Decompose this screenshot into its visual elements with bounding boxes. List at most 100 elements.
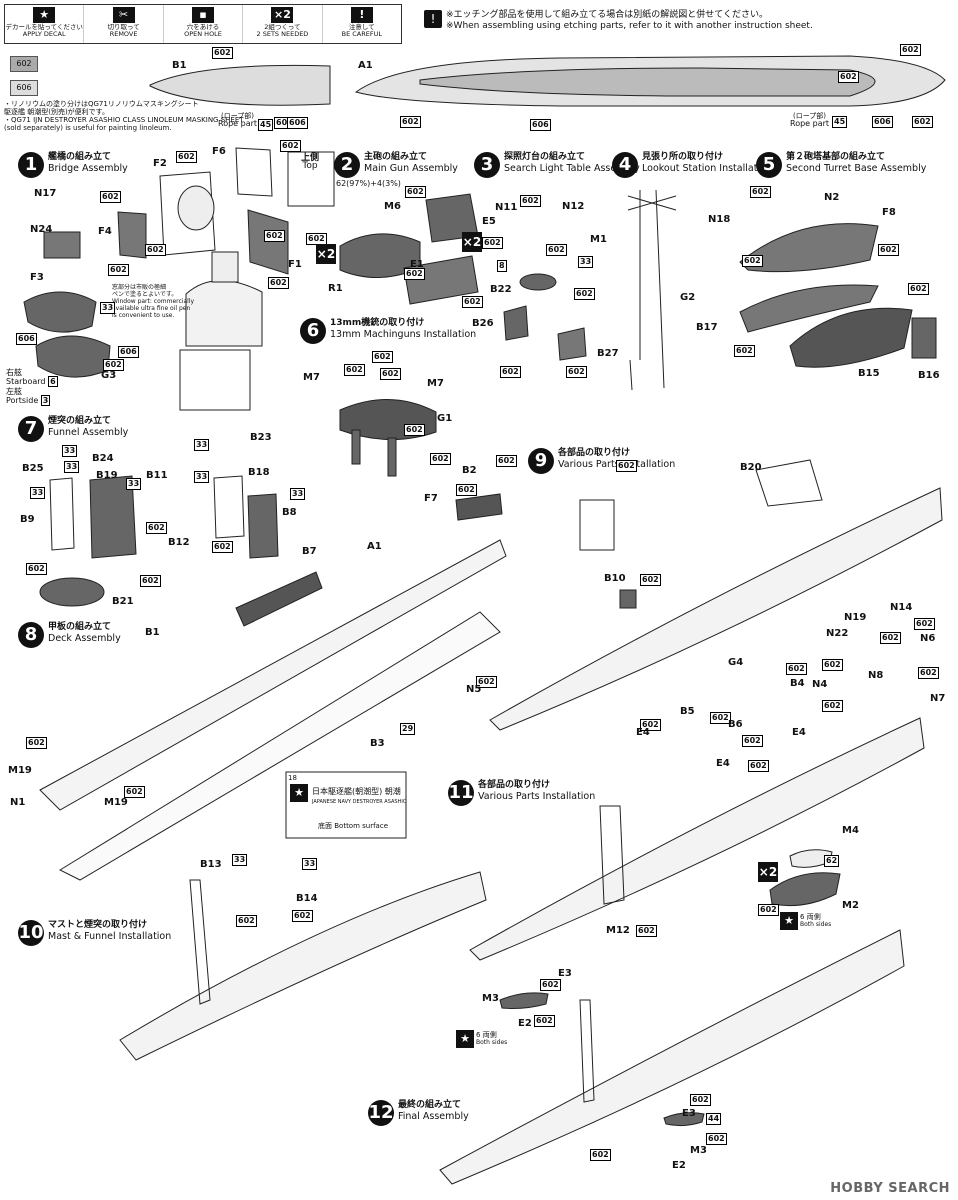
color-callout: 33 [64,461,80,473]
part-label: B27 [597,348,619,359]
color-callout: 602 [574,288,595,300]
color-callout: 602 [690,1094,711,1106]
part-label: N24 [30,224,53,235]
color-callout: 602 [520,195,541,207]
color-callout: 602 [212,47,233,59]
color-callout: 33 [194,439,210,451]
etching-note-jp: ※エッチング部品を使用して組み立てる場合は別紙の解説図と併せてください。 [446,10,769,20]
color-callout: 602 [914,618,935,630]
part-label: E5 [482,216,496,227]
part-label: E3 [558,968,572,979]
part-label: N2 [824,192,840,203]
color-callout: 602 [26,563,47,575]
color-callout: 602 [616,460,637,472]
swatch-606: 606 [10,80,38,96]
both-sides-marker-1: ★ 6 両側 Both sides [780,912,831,930]
part-label: N8 [868,670,884,681]
part-label: B8 [282,507,297,518]
watermark: HOBBY SEARCH [830,1181,950,1196]
color-callout: 602 [546,244,567,256]
color-callout: 602 [264,230,285,242]
part-label: B2 [462,465,477,476]
part-label: N11 [495,202,518,213]
decal-number: 3 [40,395,51,406]
part-label: B1 [172,60,187,71]
cut-icon: ✂ [112,7,135,23]
color-callout: 45 [258,119,274,131]
part-label: B10 [604,573,626,584]
color-callout: 602 [400,116,421,128]
decal-icon: ★ [33,7,56,23]
part-label: B16 [918,370,940,381]
part-label: F3 [30,272,44,283]
color-callout: 33 [290,488,306,500]
part-label: B6 [728,719,743,730]
part-label: B11 [146,470,168,481]
part-label: B20 [740,462,762,473]
color-callout: 602 [482,237,503,249]
careful-icon: ! [424,10,442,28]
part-label: F4 [98,226,112,237]
color-callout: 602 [640,719,661,731]
part-label: M7 [303,372,320,383]
part-label: F8 [882,207,896,218]
part-label: A1 [367,541,382,552]
color-callout: 602 [146,522,167,534]
window-note: 窓部分は市販の極細 ペンで塗るとよいです。 Window part: comme… [112,284,195,319]
two-sets-icon: ×2 [462,232,482,252]
color-callout: 33 [100,302,116,314]
part-label: N22 [826,628,849,639]
decal-number: 6 [48,376,58,387]
part-label: E1 [410,259,424,270]
part-label: B19 [96,470,118,481]
deck-plan-b1 [149,64,331,106]
color-callout: 602 [292,910,313,922]
part-label: E2 [672,1160,686,1171]
part-label: N6 [920,633,936,644]
part-label: F7 [424,493,438,504]
part-label: F6 [212,146,226,157]
color-callout: 602 [880,632,901,644]
color-callout: 33 [126,478,142,490]
part-label: M12 [606,925,630,936]
turret-base [739,223,879,273]
color-callout: 606 [16,333,37,345]
color-callout: 602 [124,786,145,798]
part-label: B23 [250,432,272,443]
part-label: E4 [636,727,650,738]
color-callout: 602 [236,915,257,927]
bridge-block [179,349,251,411]
color-callout: 602 [108,264,129,276]
part-label: G4 [728,657,744,668]
part-label: B18 [248,467,270,478]
part-label: G2 [680,292,696,303]
color-callout: 29 [400,723,416,735]
color-callout: 602 [640,574,661,586]
color-callout: 602 [372,351,393,363]
color-callout: 33 [194,471,210,483]
paint-ratio: 62(97%)+4(3%) [336,179,401,188]
part-label: M6 [384,201,401,212]
part-label: B24 [92,453,114,464]
color-callout: 602 [838,71,859,83]
color-callout: 602 [566,366,587,378]
part-label: G1 [437,413,453,424]
starboard-port-note: 右舷 Starboard 6 左舷 Portside 3 [6,368,58,406]
part-label: M7 [427,378,444,389]
hole-icon: ▪ [192,7,215,23]
color-callout: 602 [590,1149,611,1161]
color-callout: 602 [710,712,731,724]
rope-note-b1: (ロープ部) Rope part [218,112,258,128]
two-sets-icon: ×2 [758,862,778,882]
careful-icon: ! [350,7,373,23]
color-callout: 602 [176,151,197,163]
color-callout: 33 [578,256,594,268]
color-callout: 602 [100,191,121,203]
part-label: E2 [518,1018,532,1029]
